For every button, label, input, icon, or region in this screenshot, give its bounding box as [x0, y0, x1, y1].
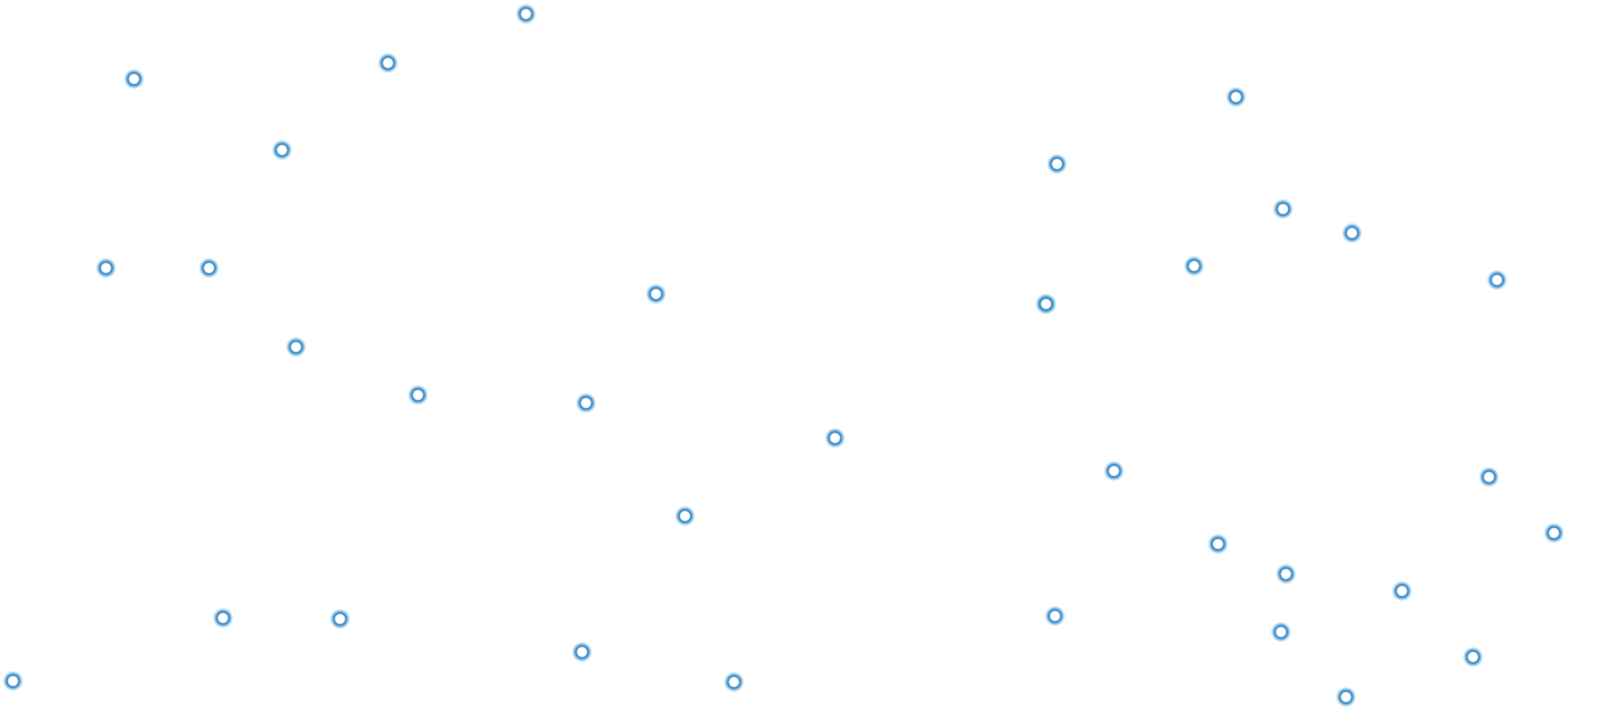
dot-core [1043, 301, 1049, 307]
dot-p30 [1391, 580, 1413, 602]
dot-core [579, 649, 585, 655]
dot-core [385, 60, 391, 66]
dot-core [337, 616, 343, 622]
dot-core [1052, 613, 1058, 619]
dot-core [1551, 530, 1557, 536]
dot-p34 [1335, 686, 1357, 708]
dot-p08 [407, 384, 429, 406]
dot-core [103, 265, 109, 271]
dot-p29 [1275, 563, 1297, 585]
dot-p09 [575, 392, 597, 414]
dot-core [1233, 94, 1239, 100]
dot-core [220, 615, 226, 621]
dot-p03 [377, 52, 399, 74]
dot-p27 [1207, 533, 1229, 555]
dot-core [1470, 654, 1476, 660]
dot-core [415, 392, 421, 398]
dot-core [1343, 694, 1349, 700]
dot-p31 [1044, 605, 1066, 627]
dot-p01 [515, 3, 537, 25]
dot-core [832, 435, 838, 441]
dot-core [1215, 541, 1221, 547]
dot-core [1280, 206, 1286, 212]
dot-core [10, 678, 16, 684]
dot-core [731, 679, 737, 685]
dot-core [1399, 588, 1405, 594]
dot-p22 [1183, 255, 1205, 277]
dot-p17 [723, 671, 745, 693]
dot-core [653, 291, 659, 297]
dot-p15 [571, 641, 593, 663]
dot-p20 [1272, 198, 1294, 220]
dot-p35 [1035, 293, 1057, 315]
dot-core [1349, 230, 1355, 236]
dot-p32 [1270, 621, 1292, 643]
dot-core [206, 265, 212, 271]
dot-core [293, 344, 299, 350]
dot-p12 [674, 505, 696, 527]
dot-core [1278, 629, 1284, 635]
dot-p19 [1046, 153, 1068, 175]
dot-p04 [271, 139, 293, 161]
dot-p24 [1486, 269, 1508, 291]
dot-p13 [212, 607, 234, 629]
dot-core [1283, 571, 1289, 577]
dot-core [682, 513, 688, 519]
dot-p21 [1341, 222, 1363, 244]
dot-p18 [1225, 86, 1247, 108]
dot-core [1494, 277, 1500, 283]
dot-p14 [329, 608, 351, 630]
dot-p07 [285, 336, 307, 358]
dot-p05 [95, 257, 117, 279]
dot-p26 [1478, 466, 1500, 488]
dot-p33 [1462, 646, 1484, 668]
dot-core [1054, 161, 1060, 167]
dot-core [1191, 263, 1197, 269]
dot-core [523, 11, 529, 17]
dot-p16 [2, 670, 24, 692]
dot-p28 [1543, 522, 1565, 544]
dot-p02 [123, 68, 145, 90]
dot-core [1486, 474, 1492, 480]
dot-p10 [645, 283, 667, 305]
dot-core [279, 147, 285, 153]
dot-p11 [824, 427, 846, 449]
dot-p25 [1103, 460, 1125, 482]
dot-core [583, 400, 589, 406]
dots-layer [2, 3, 1565, 708]
dot-core [1111, 468, 1117, 474]
dot-p06 [198, 257, 220, 279]
dot-core [131, 76, 137, 82]
